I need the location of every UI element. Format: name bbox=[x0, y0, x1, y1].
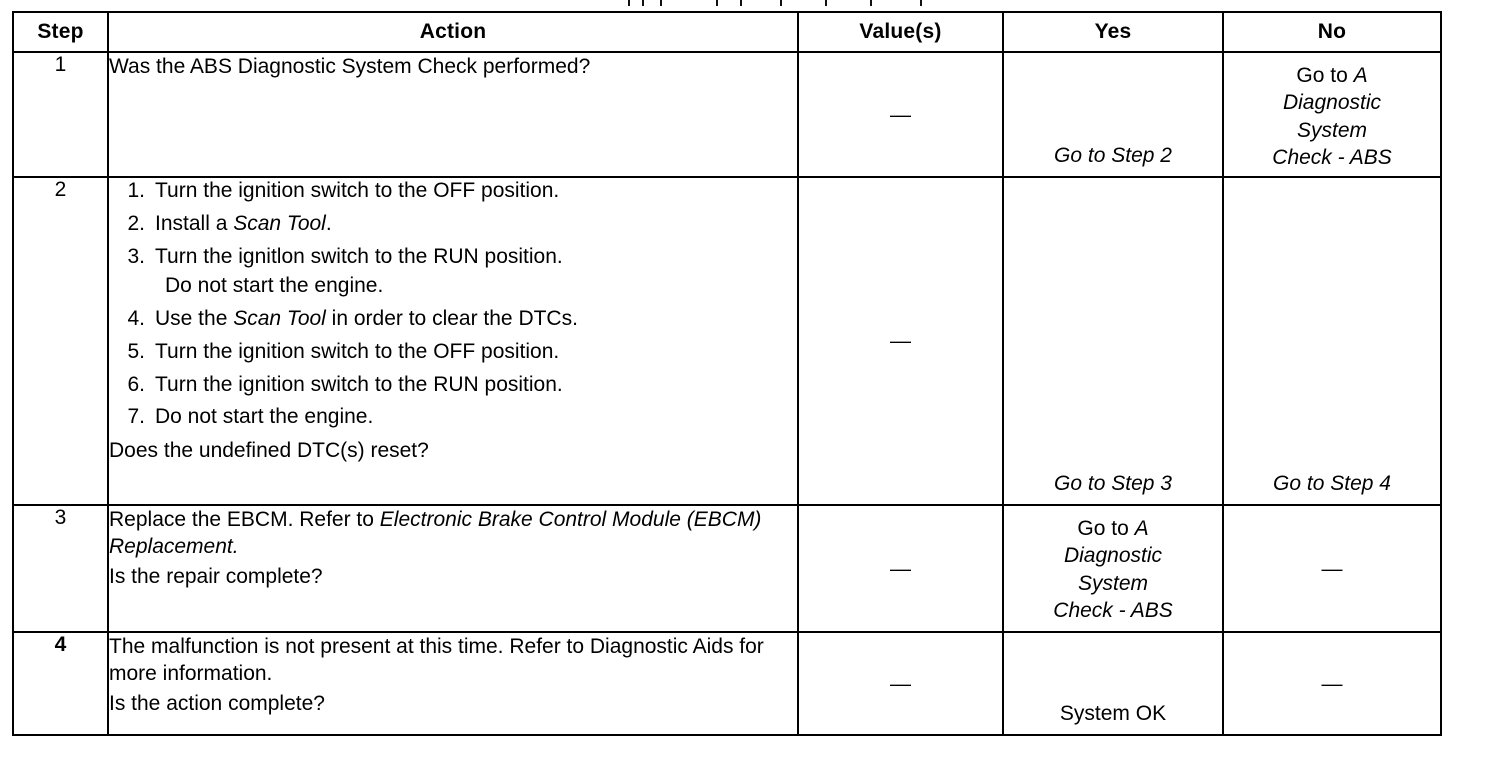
no-goto-line4: Check - ABS bbox=[1272, 145, 1392, 169]
list-item-number: 3. bbox=[127, 244, 145, 268]
action-cell: 1. Turn the ignition switch to the OFF po… bbox=[107, 176, 799, 506]
value-dash: — bbox=[890, 671, 911, 695]
step-number-cell: 4 bbox=[12, 631, 109, 736]
value-dash: — bbox=[890, 102, 911, 126]
action-body: The malfunction is not present at this t… bbox=[109, 635, 764, 686]
no-goto-line3: System bbox=[1296, 118, 1367, 142]
action-step-list: 1. Turn the ignition switch to the OFF po… bbox=[109, 178, 797, 431]
yes-result-text: System OK bbox=[1059, 701, 1167, 725]
action-body-post: . bbox=[232, 535, 239, 559]
no-cell: — bbox=[1222, 504, 1442, 633]
value-cell: — bbox=[797, 631, 1004, 736]
list-item: 5. Turn the ignition switch to the OFF po… bbox=[109, 339, 797, 365]
scan-tool-emphasis: Scan Tool bbox=[233, 307, 326, 330]
list-item-text-post: in order to clear the DTCs. bbox=[325, 307, 578, 330]
table-row: 2 1. Turn the ignition switch to the OFF … bbox=[12, 176, 1442, 506]
value-dash: — bbox=[890, 329, 911, 353]
column-header-no: No bbox=[1222, 11, 1442, 53]
step-number-cell: 2 bbox=[12, 176, 109, 506]
action-question: Is the repair complete? bbox=[109, 564, 323, 588]
no-cell: Go to Step 4 bbox=[1222, 176, 1442, 506]
document-reference-emphasis: Electronic Brake Control Module (EBCM) R… bbox=[109, 508, 762, 559]
yes-goto-reference: Go to A Diagnostic System Check - ABS bbox=[1004, 506, 1222, 624]
no-goto-article: A bbox=[1353, 64, 1368, 87]
action-question: Was the ABS Diagnostic System Check perf… bbox=[109, 55, 591, 78]
list-item-subline: Do not start the engine. bbox=[165, 274, 384, 298]
action-cell: Replace the EBCM. Refer to Electronic Br… bbox=[107, 504, 799, 633]
value-cell: — bbox=[797, 504, 1004, 633]
yes-cell: System OK bbox=[1002, 631, 1224, 736]
column-header-value: Value(s) bbox=[797, 11, 1004, 53]
action-question: Is the action complete? bbox=[109, 691, 325, 715]
no-goto-line2: Diagnostic bbox=[1282, 91, 1382, 115]
list-item-number: 2. bbox=[127, 211, 145, 235]
action-cell: The malfunction is not present at this t… bbox=[107, 631, 799, 736]
list-item-number: 5. bbox=[127, 339, 145, 363]
value-cell: — bbox=[797, 176, 1004, 506]
list-item-text-pre: Use the bbox=[155, 307, 234, 330]
list-item-text: Do not start the engine. bbox=[155, 405, 374, 429]
action-body: Replace the EBCM. Refer to Electronic Br… bbox=[109, 506, 797, 561]
list-item-text: Install a Scan Tool. bbox=[155, 211, 797, 237]
scan-artifact bbox=[620, 0, 950, 7]
diagnostic-table-container: Step Action Value(s) Yes No 1 Was the AB… bbox=[12, 11, 1442, 736]
list-item-text: Turn the ignition switch to the OFF posi… bbox=[155, 339, 560, 363]
step-number-cell: 3 bbox=[12, 504, 109, 633]
table-row: 4 The malfunction is not present at this… bbox=[12, 631, 1442, 736]
yes-goto-prefix: Go to bbox=[1077, 517, 1135, 540]
value-cell: — bbox=[797, 51, 1004, 178]
no-dash: — bbox=[1321, 671, 1343, 695]
list-item-text-post: . bbox=[325, 211, 332, 235]
table-row: 1 Was the ABS Diagnostic System Check pe… bbox=[12, 51, 1442, 178]
column-header-yes: Yes bbox=[1002, 11, 1224, 53]
list-item: 6. Turn the ignition switch to the RUN po… bbox=[109, 372, 797, 398]
list-item-number: 6. bbox=[127, 372, 145, 396]
value-dash: — bbox=[890, 556, 911, 580]
list-item-text-pre: Install a bbox=[155, 211, 234, 235]
list-item: 4. Use the Scan Tool in order to clear th… bbox=[109, 306, 797, 332]
yes-cell: Go to Step 2 bbox=[1002, 51, 1224, 178]
no-goto-prefix: Go to bbox=[1296, 64, 1354, 87]
yes-goto-reference: Go to Step 3 bbox=[1054, 471, 1172, 495]
list-item-number: 1. bbox=[127, 179, 145, 202]
action-question: Does the undefined DTC(s) reset? bbox=[109, 439, 429, 462]
no-goto-reference: Go to A Diagnostic System Check - ABS bbox=[1224, 53, 1440, 171]
yes-cell: Go to A Diagnostic System Check - ABS bbox=[1002, 504, 1224, 633]
yes-cell: Go to Step 3 bbox=[1002, 176, 1224, 506]
scan-tool-emphasis: Scan Tool bbox=[233, 211, 326, 235]
table-row: 3 Replace the EBCM. Refer to Electronic … bbox=[12, 504, 1442, 633]
list-item-text: Use the Scan Tool in order to clear the … bbox=[155, 306, 797, 332]
no-goto-reference: Go to Step 4 bbox=[1273, 471, 1391, 495]
action-cell: Was the ABS Diagnostic System Check perf… bbox=[107, 51, 799, 178]
list-item-number: 4. bbox=[127, 307, 145, 330]
step-number-cell: 1 bbox=[12, 51, 109, 178]
yes-goto-article: A bbox=[1134, 517, 1149, 540]
column-header-action: Action bbox=[107, 11, 799, 53]
list-item-text: Turn the ignition switch to the OFF posi… bbox=[155, 179, 560, 202]
yes-goto-line4: Check - ABS bbox=[1053, 598, 1173, 622]
yes-goto-line2: Diagnostic bbox=[1063, 544, 1163, 568]
list-item-number: 7. bbox=[127, 405, 145, 429]
action-body-pre: Replace the EBCM. Refer to bbox=[109, 508, 380, 531]
table-header-row: Step Action Value(s) Yes No bbox=[12, 11, 1442, 53]
column-header-step: Step bbox=[12, 11, 109, 53]
no-cell: — bbox=[1222, 631, 1442, 736]
list-item: 2. Install a Scan Tool. bbox=[109, 211, 797, 237]
diagnostic-procedure-table: Step Action Value(s) Yes No 1 Was the AB… bbox=[12, 11, 1442, 736]
yes-goto-reference: Go to Step 2 bbox=[1054, 143, 1172, 167]
no-cell: Go to A Diagnostic System Check - ABS bbox=[1222, 51, 1442, 178]
list-item-text: Turn the ignition switch to the RUN posi… bbox=[155, 372, 563, 396]
list-item: 1. Turn the ignition switch to the OFF po… bbox=[109, 178, 797, 204]
list-item: 7. Do not start the engine. bbox=[109, 404, 797, 430]
yes-goto-line3: System bbox=[1077, 571, 1148, 595]
list-item: 3. Turn the ignitlon switch to the RUN po… bbox=[109, 244, 797, 270]
list-item-text: Turn the ignitlon switch to the RUN posi… bbox=[155, 244, 563, 268]
no-dash: — bbox=[1321, 556, 1343, 580]
